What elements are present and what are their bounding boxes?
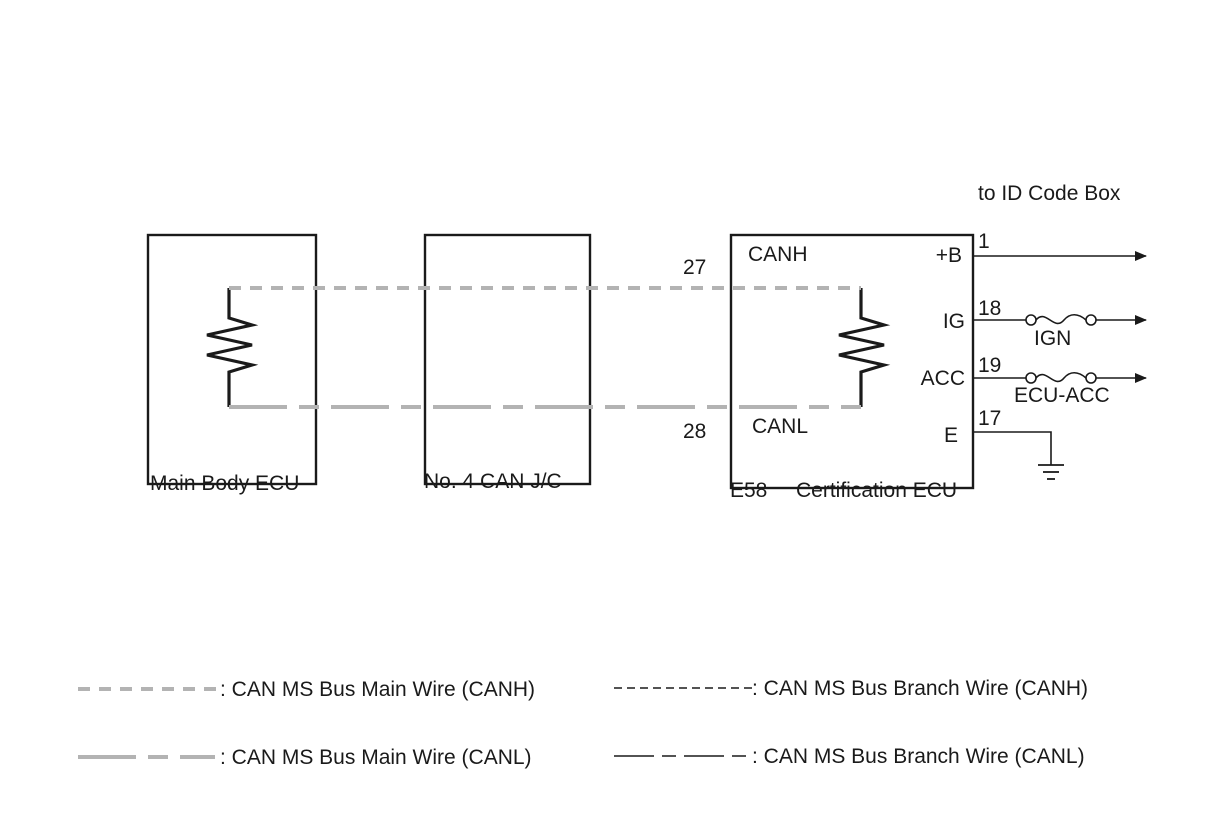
ecu-acc-fuse-label: ECU-ACC — [1014, 384, 1110, 407]
fuse-icon — [1025, 371, 1097, 384]
legend-main-canh-label: : CAN MS Bus Main Wire (CANH) — [220, 678, 535, 701]
can-jc-box — [423, 233, 592, 486]
b-circuit: to ID Code Box 1 — [973, 182, 1147, 261]
legend-branch-canl-label: : CAN MS Bus Branch Wire (CANL) — [752, 745, 1085, 768]
can-junction-connector: No. 4 CAN J/C — [423, 233, 592, 493]
id-code-box-label: to ID Code Box — [978, 182, 1121, 205]
e-pin-number: 17 — [978, 407, 1001, 430]
ig-circuit: 18 IGN — [973, 297, 1147, 350]
termination-resistor-icon — [838, 288, 891, 407]
canh-pin-number: 27 — [683, 256, 706, 279]
main-body-ecu: Main Body ECU — [146, 233, 318, 495]
b-pin-number: 1 — [978, 230, 990, 253]
canh-terminal-label: CANH — [748, 243, 808, 266]
legend-branch-canh-label: : CAN MS Bus Branch Wire (CANH) — [752, 677, 1088, 700]
ig-pin-number: 18 — [978, 297, 1001, 320]
can-bus-wires: 27 28 — [229, 256, 861, 443]
acc-pin-number: 19 — [978, 354, 1001, 377]
legend: : CAN MS Bus Main Wire (CANH) : CAN MS B… — [78, 677, 1088, 769]
certification-ecu-label: Certification ECU — [796, 479, 957, 502]
ground-circuit: 17 — [973, 407, 1064, 480]
e-terminal-label: E — [944, 424, 958, 447]
fuse-icon — [1025, 313, 1097, 326]
acc-circuit: 19 ECU-ACC — [973, 354, 1147, 407]
legend-main-canl-label: : CAN MS Bus Main Wire (CANL) — [220, 746, 532, 769]
canl-terminal-label: CANL — [752, 415, 808, 438]
canl-pin-number: 28 — [683, 420, 706, 443]
main-body-ecu-label: Main Body ECU — [150, 472, 299, 495]
certification-ecu-box — [729, 233, 975, 490]
can-jc-label: No. 4 CAN J/C — [424, 470, 562, 493]
ign-fuse-label: IGN — [1034, 327, 1071, 350]
acc-terminal-label: ACC — [921, 367, 965, 390]
certification-ecu: CANH CANL E58 Certification ECU +B IG AC… — [729, 233, 975, 502]
ground-icon — [1038, 464, 1064, 480]
main-body-ecu-box — [146, 233, 318, 486]
ig-terminal-label: IG — [943, 310, 965, 333]
b-terminal-label: +B — [936, 244, 962, 267]
connector-code-label: E58 — [730, 479, 767, 502]
termination-resistor-icon — [206, 288, 259, 407]
ground-wire — [973, 431, 1052, 465]
